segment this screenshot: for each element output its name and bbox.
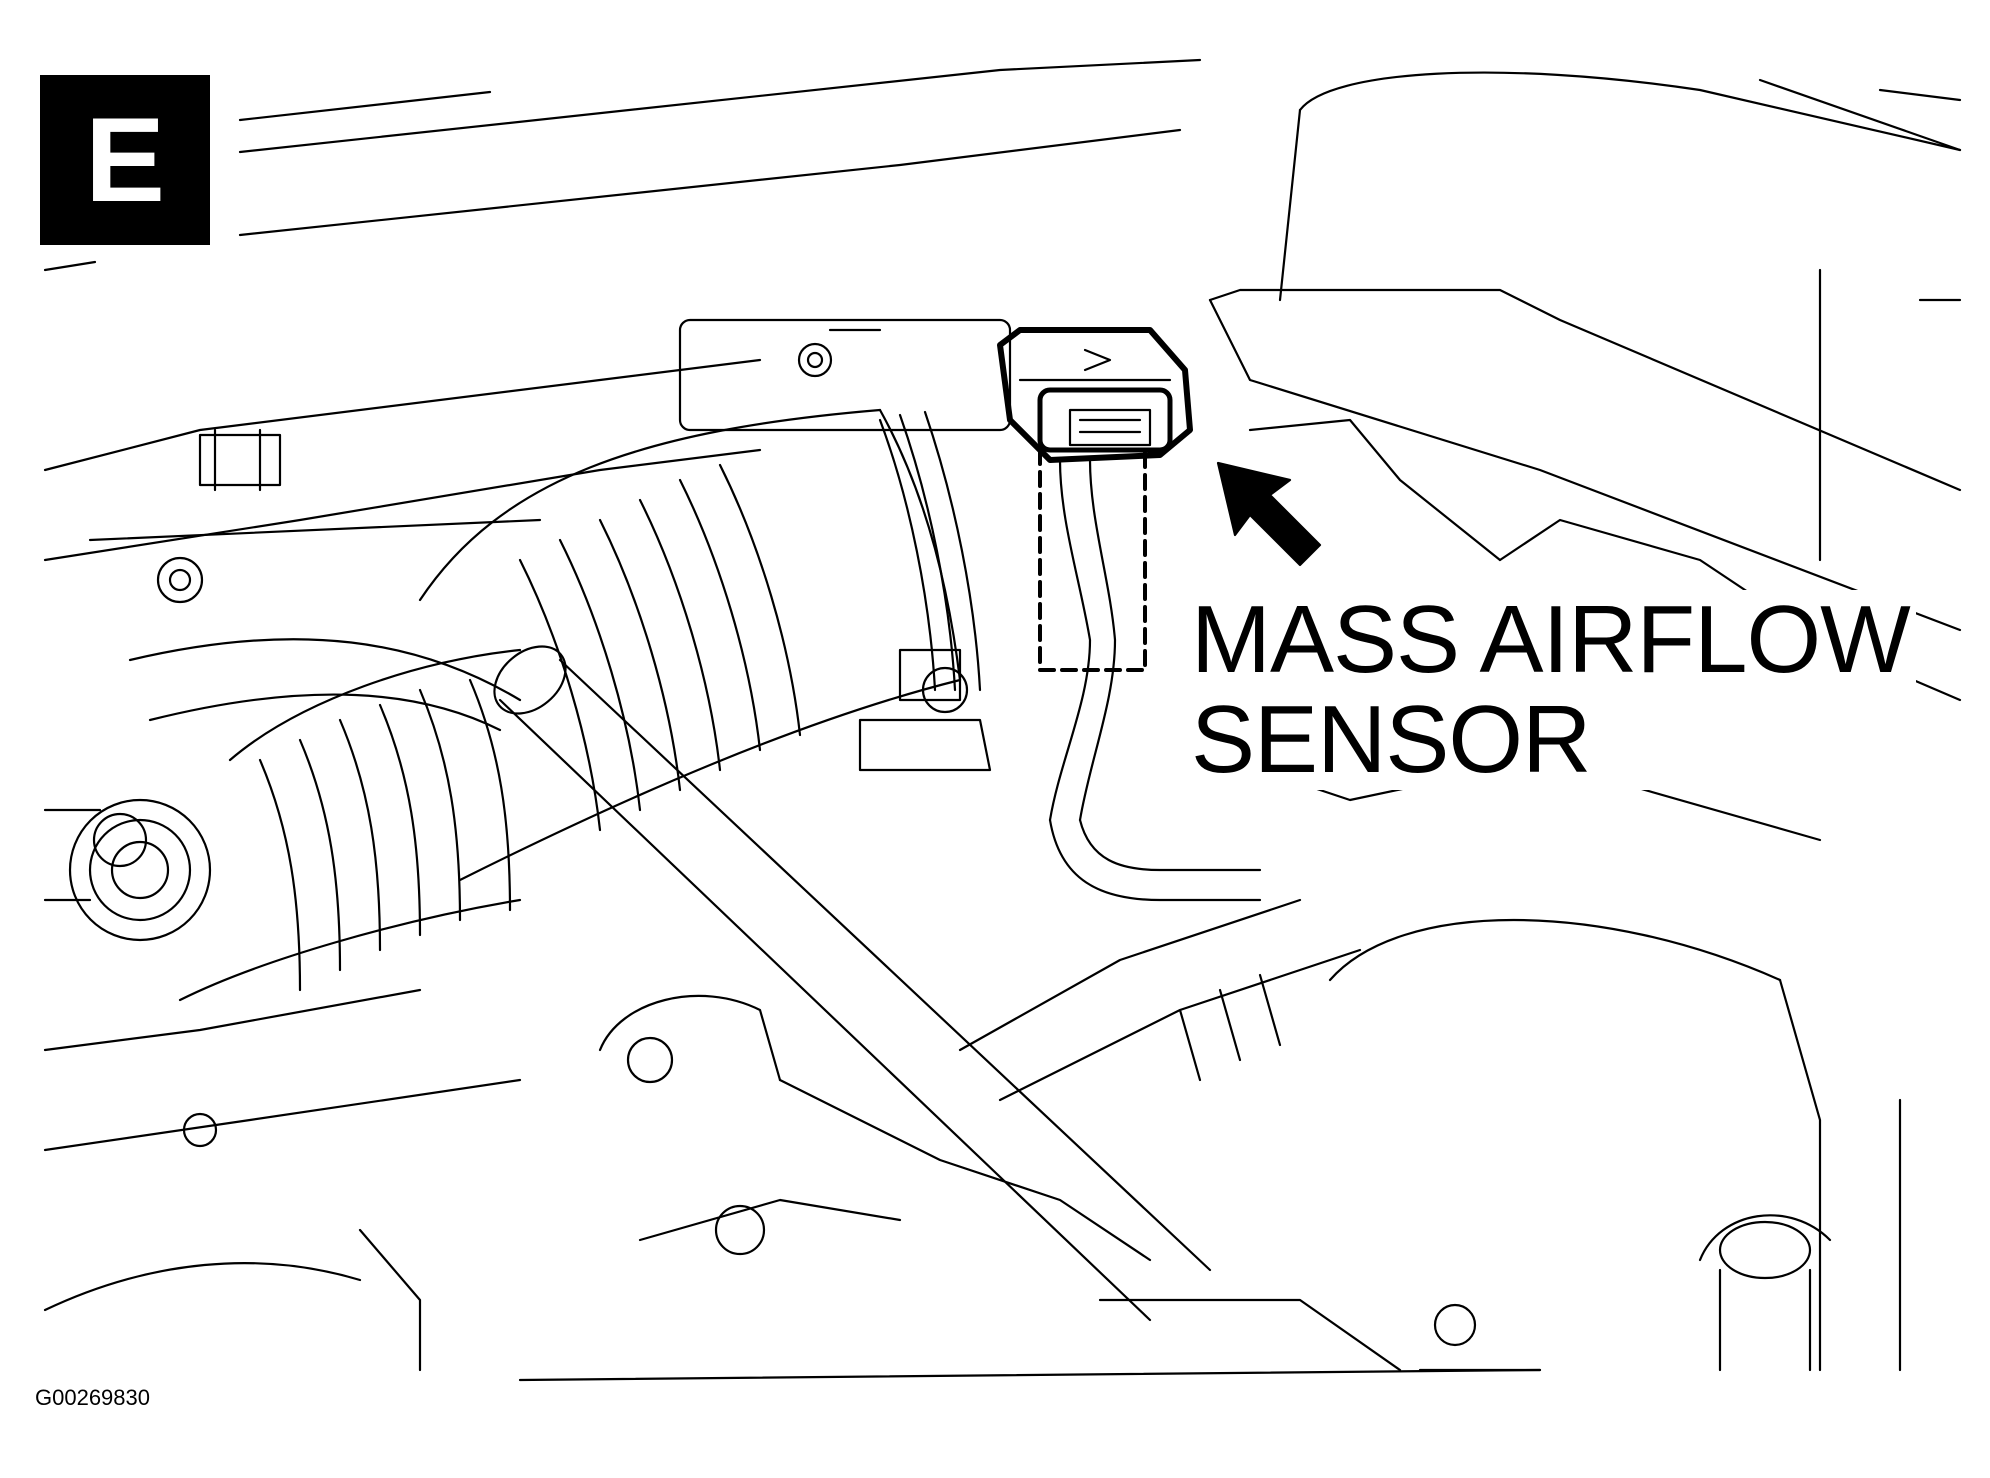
lower-center <box>518 898 1542 1382</box>
bracket <box>678 318 1012 772</box>
callout-line-2: SENSOR <box>1191 686 1591 793</box>
lower-boot <box>178 648 522 1002</box>
callout-arrow <box>1216 461 1322 567</box>
callout-line-1: MASS AIRFLOW <box>1191 586 1911 693</box>
figure-id: G00269830 <box>35 1385 150 1410</box>
mass-airflow-sensor <box>997 327 1262 902</box>
left-engine-parts <box>43 556 522 1372</box>
panel-letter-badge: E <box>40 75 210 245</box>
intake-hose <box>418 408 982 882</box>
hood-lines <box>43 58 1962 302</box>
upper-strut <box>43 358 762 562</box>
callout-label: MASS AIRFLOW SENSOR <box>1185 590 1916 790</box>
diagonal-tube <box>128 638 1212 1322</box>
